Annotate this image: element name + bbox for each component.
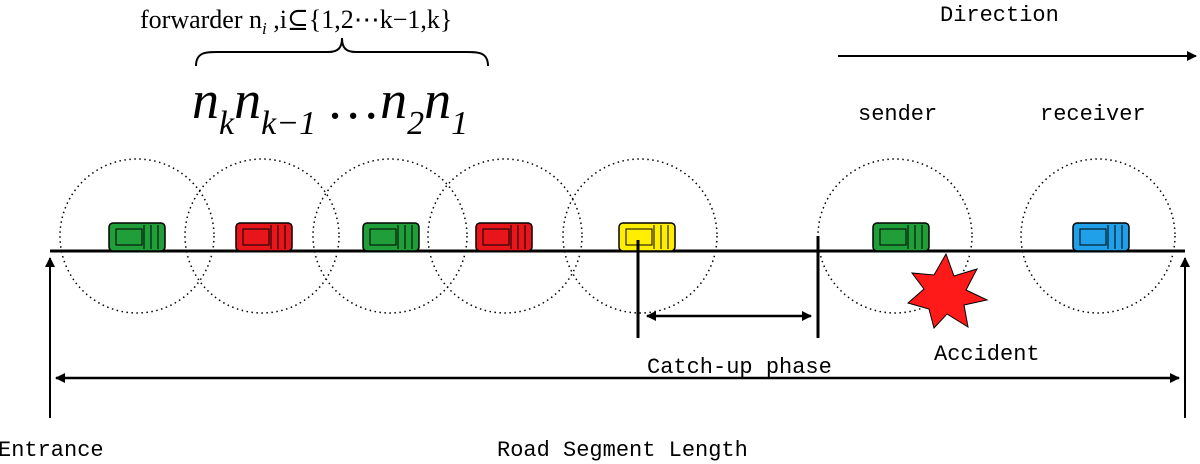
forwarder-brace: [195, 37, 489, 67]
forwarder-label: forwarder ni ,i⊆{1,2⋯k−1,k}: [140, 5, 452, 38]
vehicle-red-1: [235, 222, 293, 252]
accident-star-icon: [906, 252, 989, 330]
node-sequence: nknk−1…n2n1: [192, 70, 468, 142]
vehicle-green-2: [362, 222, 420, 252]
range-circle-n1: [562, 158, 718, 314]
range-circle-receiver: [1020, 158, 1176, 314]
catchup-label: Catch-up phase: [647, 355, 832, 380]
range-circle-n2: [427, 158, 583, 314]
range-circle-n5: [59, 158, 215, 314]
vehicle-green-1: [108, 222, 166, 252]
sender-label: sender: [858, 102, 937, 127]
range-circle-n4: [184, 158, 340, 314]
vehicle-receiver: [1072, 222, 1130, 252]
entrance-label: Entrance: [0, 438, 104, 463]
accident-label: Accident: [934, 342, 1040, 367]
vehicle-sender: [872, 222, 930, 252]
direction-label: Direction: [940, 3, 1059, 28]
range-circles: [59, 158, 1176, 314]
range-circle-n3: [312, 158, 468, 314]
range-circle-sender: [817, 158, 973, 314]
road-length-label: Road Segment Length: [497, 438, 748, 463]
vehicle-red-2: [475, 222, 533, 252]
receiver-label: receiver: [1040, 102, 1146, 127]
vehicle-yellow: [618, 222, 676, 252]
vehicles: [108, 222, 1130, 252]
